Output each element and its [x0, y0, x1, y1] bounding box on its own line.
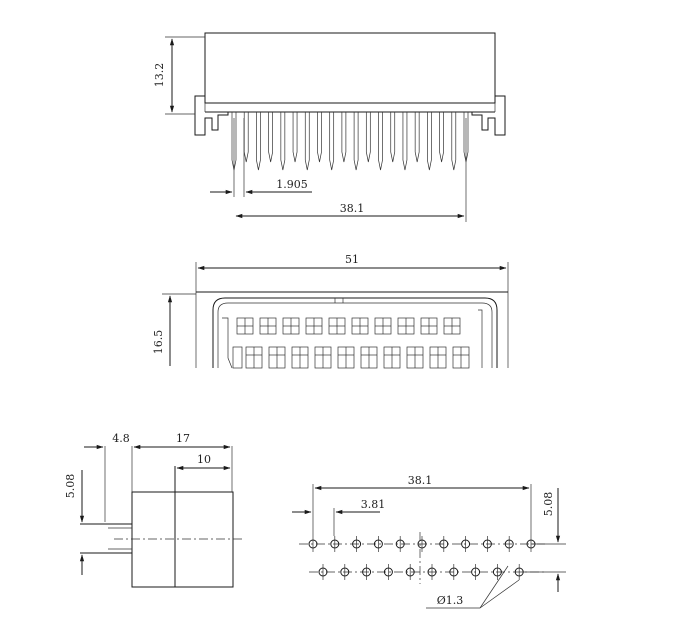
- top-keying-left: [222, 317, 233, 369]
- front-view: 13.2 1.905 38.1: [153, 32, 506, 222]
- top-keying-right: [478, 309, 483, 368]
- front-right-flange: [471, 95, 506, 136]
- height-dimension-label: 13.2: [153, 63, 166, 88]
- top-cavities: [232, 317, 470, 369]
- top-shell-inner: [217, 302, 493, 368]
- front-pin: [451, 112, 457, 171]
- front-pin: [256, 112, 261, 171]
- front-pin: [427, 112, 432, 171]
- hole-pattern-view: 38.1 3.81 5.08 Ø1.3: [292, 474, 566, 609]
- front-pin: [317, 112, 322, 163]
- hole-row-pitch-label: 5.08: [542, 492, 555, 517]
- side-row-pitch-label: 5.08: [64, 474, 77, 499]
- cavity-lower-edge: [232, 346, 243, 369]
- side-body: [131, 491, 234, 588]
- front-pin: [353, 112, 359, 171]
- hole-leader-a: [479, 565, 509, 609]
- front-pin: [280, 112, 286, 171]
- front-pin: [243, 112, 249, 163]
- span-dimension-label: 38.1: [340, 202, 365, 215]
- front-pin: [292, 112, 298, 163]
- front-pin: [304, 112, 310, 171]
- hole-diameter-label: Ø1.3: [437, 594, 464, 607]
- body-dimension-label: 10: [197, 453, 211, 466]
- front-pin: [341, 112, 347, 163]
- hole-leader-b: [479, 579, 520, 609]
- front-housing: [204, 32, 496, 104]
- front-pin: [402, 112, 408, 171]
- width-dimension-label: 51: [345, 253, 359, 266]
- hole-pitch-dimension-label: 3.81: [361, 498, 386, 511]
- front-pins: [231, 112, 469, 171]
- top-view: 51 16.5: [152, 253, 509, 369]
- front-pin: [390, 112, 396, 163]
- holes: [299, 536, 545, 580]
- front-pin: [365, 112, 371, 163]
- depth-dimension-label: 16.5: [152, 330, 165, 355]
- front-left-flange: [194, 95, 229, 136]
- front-pin: [268, 112, 273, 163]
- pitch-dimension-label: 1.905: [276, 178, 308, 191]
- hole-span-dimension-label: 38.1: [408, 474, 433, 487]
- top-shell-outline: [212, 297, 498, 368]
- side-view: 4.8 17 10 5.08: [64, 432, 245, 588]
- length-dimension-label: 17: [176, 432, 190, 445]
- front-pin: [378, 112, 383, 171]
- front-pin: [439, 112, 444, 163]
- front-pin: [329, 112, 335, 171]
- offset-dimension-label: 4.8: [112, 432, 130, 445]
- front-pin: [414, 112, 420, 163]
